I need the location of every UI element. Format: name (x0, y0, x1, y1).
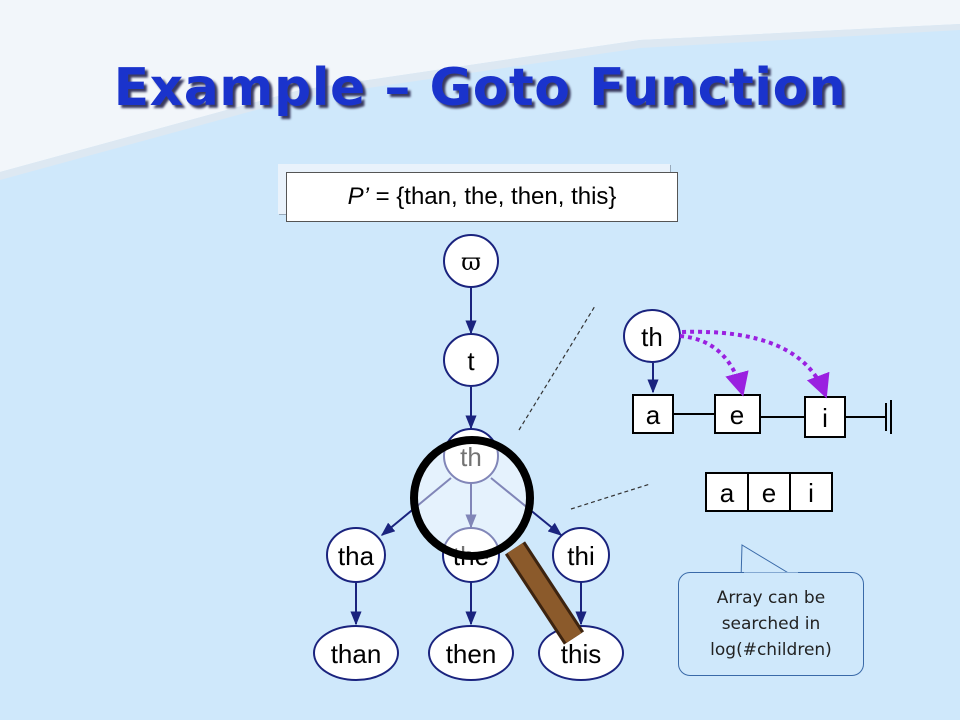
pattern-set-box: P’ = {than, the, then, this} (286, 172, 678, 222)
node-tha: tha (326, 527, 386, 583)
array-cell-e: e (762, 478, 776, 508)
callout-line-1: Array can be (716, 588, 826, 608)
child-array: a e i (705, 472, 833, 512)
zoom-node-th-label: th (641, 322, 663, 352)
node-thi-label: thi (567, 541, 594, 571)
list-cell-i: i (804, 396, 846, 438)
node-root-label: ϖ (461, 248, 481, 276)
magnifier-icon (410, 436, 585, 645)
callout-line-3: log(#children) (710, 640, 832, 660)
list-cell-a: a (632, 394, 674, 434)
node-then: then (428, 625, 514, 681)
list-cell-a-label: a (646, 400, 661, 430)
node-than: than (313, 625, 399, 681)
pattern-set-values: = {than, the, then, this} (375, 183, 617, 210)
list-cell-e: e (714, 394, 761, 434)
pattern-set-symbol: P’ (347, 183, 369, 210)
callout-line-2: searched in (721, 614, 821, 634)
node-thi: thi (552, 527, 610, 583)
array-cell-i: i (808, 478, 814, 508)
node-this: this (538, 625, 624, 681)
slide-title: Example – Goto Function (113, 58, 847, 118)
node-tha-label: tha (338, 541, 375, 571)
array-cell-a: a (720, 478, 735, 508)
zoom-node-th: th (623, 309, 681, 363)
node-then-label: then (446, 639, 497, 669)
dotted-link-th-i (681, 329, 830, 399)
node-root: ϖ (443, 234, 499, 288)
list-cell-e-label: e (730, 400, 744, 430)
node-th-label: th (460, 442, 482, 472)
node-t: t (443, 333, 499, 387)
node-this-label: this (561, 639, 601, 669)
node-t-label: t (467, 346, 475, 376)
zoom-guide-upper (518, 305, 596, 431)
list-cell-i-label: i (822, 403, 828, 433)
node-than-label: than (331, 639, 382, 669)
zoom-guide-lower (570, 483, 651, 510)
dotted-link-th-e (679, 334, 749, 397)
callout-box: Array can be searched in log(#children) (678, 572, 864, 676)
list-null-terminator (845, 400, 892, 434)
